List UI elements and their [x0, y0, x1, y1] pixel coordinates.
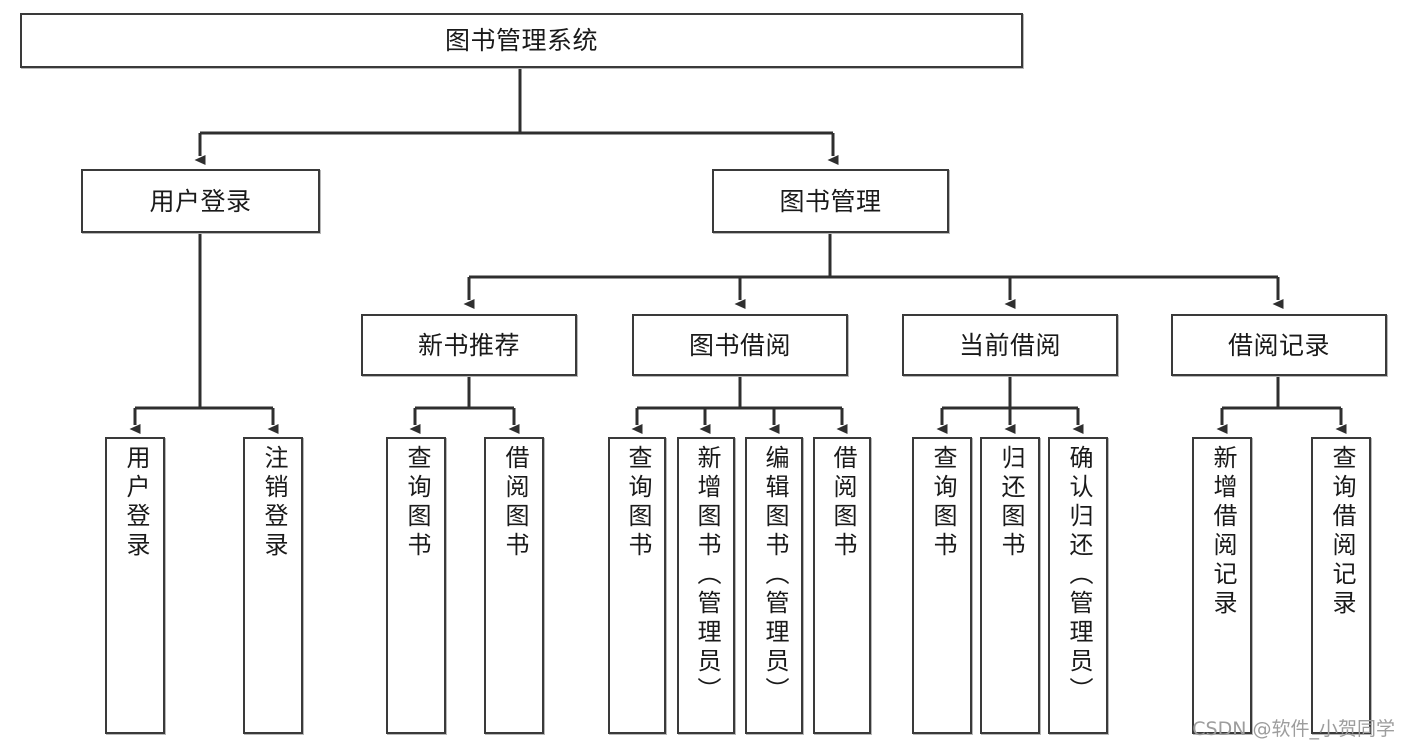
- node-borrow-record-label: 借阅记录: [1227, 330, 1330, 360]
- node-add-book[interactable]: 新增图书（管理员）: [677, 437, 735, 734]
- node-user-logout-action[interactable]: 注销登录: [243, 437, 303, 734]
- node-confirm-return[interactable]: 确认归还（管理员）: [1048, 437, 1108, 734]
- node-user-login[interactable]: 用户登录: [81, 169, 320, 233]
- node-query-book-3[interactable]: 查询图书: [912, 437, 972, 734]
- node-root-label: 图书管理系统: [444, 26, 598, 55]
- node-new-book-recommend-label: 新书推荐: [417, 330, 520, 360]
- node-borrow-book-1-label: 借阅图书: [500, 445, 529, 561]
- node-query-borrow-record-label: 查询借阅记录: [1327, 445, 1356, 619]
- node-borrow-record[interactable]: 借阅记录: [1171, 314, 1387, 376]
- node-book-manage[interactable]: 图书管理: [712, 169, 949, 233]
- node-confirm-return-label: 确认归还（管理员）: [1064, 445, 1093, 706]
- node-query-book-1-label: 查询图书: [402, 445, 431, 561]
- node-query-book-2[interactable]: 查询图书: [608, 437, 666, 734]
- node-borrow-book-2-label: 借阅图书: [828, 445, 857, 561]
- node-current-borrow-label: 当前借阅: [958, 330, 1061, 360]
- node-borrow-book-2[interactable]: 借阅图书: [813, 437, 871, 734]
- node-user-login-action[interactable]: 用户登录: [105, 437, 165, 734]
- node-add-borrow-record[interactable]: 新增借阅记录: [1192, 437, 1252, 734]
- node-return-book-label: 归还图书: [996, 445, 1025, 561]
- node-user-logout-action-label: 注销登录: [259, 445, 288, 561]
- node-book-borrow-label: 图书借阅: [688, 330, 791, 360]
- node-add-book-label: 新增图书（管理员）: [692, 445, 721, 706]
- node-edit-book-label: 编辑图书（管理员）: [760, 445, 789, 706]
- node-user-login-action-label: 用户登录: [121, 445, 150, 561]
- node-current-borrow[interactable]: 当前借阅: [902, 314, 1118, 376]
- node-add-borrow-record-label: 新增借阅记录: [1208, 445, 1237, 619]
- node-query-borrow-record[interactable]: 查询借阅记录: [1311, 437, 1371, 734]
- node-root[interactable]: 图书管理系统: [20, 13, 1023, 68]
- node-new-book-recommend[interactable]: 新书推荐: [361, 314, 577, 376]
- node-user-login-label: 用户登录: [149, 186, 252, 216]
- csdn-watermark: CSDN @软件_小贺同学: [1192, 718, 1395, 740]
- node-book-manage-label: 图书管理: [779, 186, 882, 216]
- node-edit-book[interactable]: 编辑图书（管理员）: [745, 437, 803, 734]
- node-query-book-3-label: 查询图书: [928, 445, 957, 561]
- node-borrow-book-1[interactable]: 借阅图书: [484, 437, 544, 734]
- node-query-book-1[interactable]: 查询图书: [386, 437, 446, 734]
- node-query-book-2-label: 查询图书: [623, 445, 652, 561]
- node-book-borrow[interactable]: 图书借阅: [632, 314, 848, 376]
- node-return-book[interactable]: 归还图书: [980, 437, 1040, 734]
